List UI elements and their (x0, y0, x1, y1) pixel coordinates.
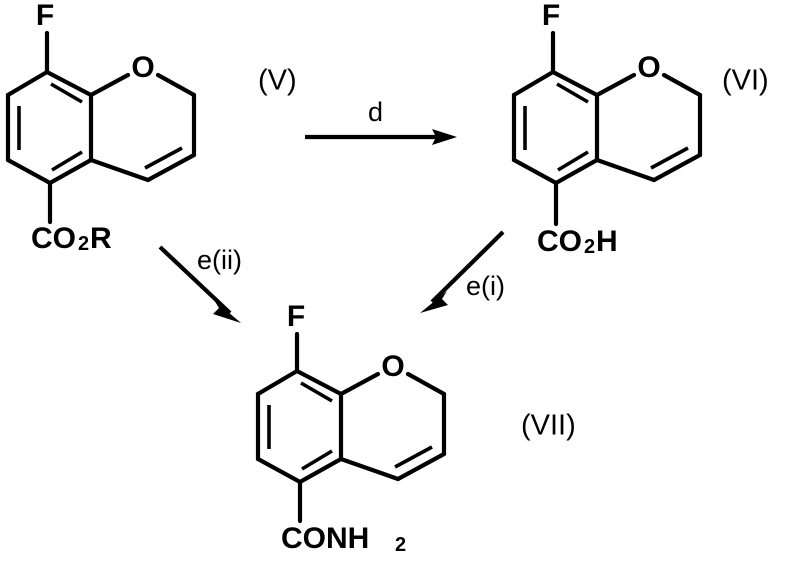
substituent-main-vii: CONH (281, 522, 369, 555)
fluorine-label-vi: F (542, 0, 560, 32)
arrow-diagonal-ei: e(i) (420, 230, 505, 313)
arrow-head-ei (420, 291, 448, 313)
benzene-inner-top-vii (300, 381, 333, 403)
structure-label-vii: (VII) (521, 410, 576, 442)
substituent-subscript-v: 2 (78, 233, 89, 255)
arrow-shaft-eii (158, 245, 232, 315)
arrow-head-eii (213, 300, 241, 323)
bond-c3-c4-inner-vi (650, 146, 689, 170)
bond-c3-c4-inner-vii (394, 445, 433, 469)
substituent-co2r-v: CO 2 R (31, 222, 112, 255)
fluorine-label-v: F (36, 0, 54, 32)
arrow-diagonal-eii: e(ii) (158, 245, 242, 323)
bond-c8a-o-vii (338, 371, 381, 397)
ring-oxygen-label-vi: O (637, 51, 660, 84)
benzene-inner-top-vi (556, 82, 589, 104)
structure-label-v: (V) (258, 65, 297, 97)
bond-o-c2-vii (405, 371, 447, 397)
substituent-co2h-vi: CO 2 H (537, 225, 618, 258)
substituent-subscript-vii: 2 (395, 534, 406, 556)
structure-v: F O CO 2 R (5, 0, 197, 255)
bond-c3-c4-vii (395, 451, 447, 482)
ring-oxygen-label-vii: O (381, 350, 404, 383)
ring-oxygen-label-v: O (131, 51, 154, 84)
arrow-horizontal-d: d (305, 97, 457, 145)
bond-c3-c4-inner-v (144, 146, 183, 170)
condition-label-d: d (368, 97, 383, 127)
substituent-conh2-vii: CONH 2 (281, 522, 406, 556)
structure-vi: F O CO 2 H (511, 0, 703, 258)
substituent-tail-v: R (90, 222, 112, 255)
bond-o-c2-v (155, 72, 197, 98)
substituent-subscript-vi: 2 (584, 236, 595, 258)
substituent-main-v: CO (31, 222, 76, 255)
bond-c8a-o-v (88, 72, 131, 98)
bond-c3-c4-v (145, 152, 197, 183)
benzene-inner-bottom-vii (301, 449, 333, 471)
substituent-tail-vi: H (596, 225, 618, 258)
bond-o-c2-vi (661, 72, 703, 98)
bond-c8a-o-vi (594, 72, 637, 98)
structure-vii: F O CONH 2 (255, 300, 447, 556)
benzene-inner-bottom-vi (557, 150, 589, 172)
bond-c4-c4a-vi (594, 157, 657, 183)
bond-c4-c4a-vii (338, 456, 401, 482)
bond-c3-c4-vi (651, 152, 703, 183)
condition-label-ei: e(i) (466, 271, 505, 301)
condition-label-eii: e(ii) (197, 245, 242, 275)
benzene-inner-bottom-v (51, 150, 83, 172)
fluorine-label-vii: F (287, 300, 305, 333)
benzene-inner-top-v (50, 82, 83, 104)
arrow-shaft-ei (430, 230, 505, 304)
structure-label-vi: (VI) (722, 65, 769, 97)
substituent-main-vi: CO (537, 225, 582, 258)
arrow-head-d (432, 129, 457, 145)
bond-c4-c4a-v (88, 157, 151, 183)
